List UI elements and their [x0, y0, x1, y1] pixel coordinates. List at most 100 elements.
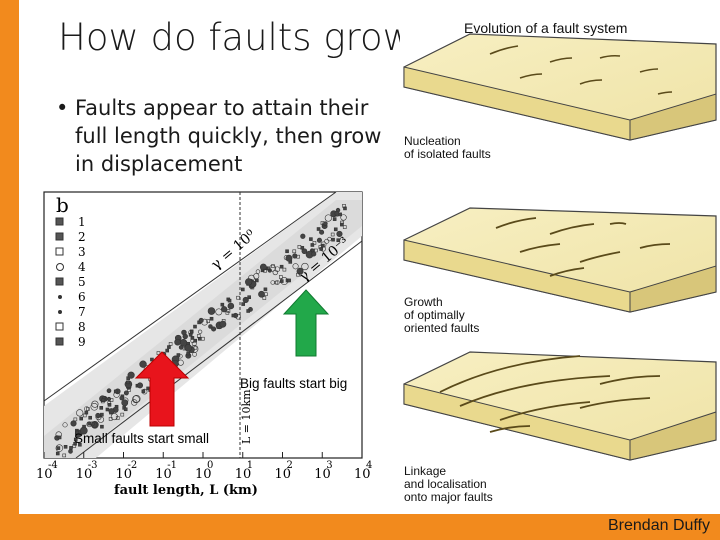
scatter-point: [119, 395, 125, 401]
legend-number: 2: [78, 230, 86, 244]
scatter-point: [333, 227, 338, 232]
scatter-point: [247, 295, 251, 299]
scatter-point: [101, 398, 106, 402]
x-tick-exponent: 3: [326, 460, 332, 471]
x-tick-label: 10: [36, 467, 53, 482]
scatter-point: [190, 336, 195, 340]
scatter-point: [79, 416, 83, 421]
scatter-point: [178, 345, 184, 350]
x-tick-exponent: 2: [287, 460, 293, 471]
x-tick-label: 10: [195, 467, 212, 482]
scatter-point: [70, 420, 77, 427]
scatter-point: [207, 307, 216, 315]
scatter-point: [184, 344, 193, 352]
scatter-point: [86, 421, 93, 428]
scatter-point: [292, 263, 299, 270]
scatter-point: [300, 233, 306, 239]
x-tick-exponent: -1: [167, 460, 177, 471]
x-tick-exponent: -4: [48, 460, 58, 471]
x-tick-exponent: 0: [207, 460, 213, 471]
scatter-point: [89, 421, 95, 427]
legend-number: 6: [78, 290, 86, 304]
scatter-point: [340, 222, 344, 227]
scatter-point: [165, 348, 169, 353]
line-upper: [43, 191, 337, 402]
block-diagram-linkage: [403, 351, 717, 461]
scatter-point: [242, 296, 249, 304]
stage-label-growth: Growth of optimally oriented faults: [404, 296, 479, 335]
scatter-point: [110, 413, 118, 421]
bullet-text: Faults appear to attain their full lengt…: [75, 96, 382, 176]
legend-symbol: [55, 337, 64, 346]
scatter-point: [275, 280, 280, 285]
scatter-point: [137, 382, 144, 389]
stage-label-nucleation: Nucleation of isolated faults: [404, 135, 491, 161]
scatter-point: [150, 357, 154, 362]
scatter-point: [73, 417, 78, 422]
scatter-point: [186, 351, 190, 356]
scatter-point: [297, 245, 302, 249]
accent-side-bar: [0, 0, 19, 540]
legend-number: 4: [78, 260, 86, 274]
scatter-point: [282, 267, 287, 272]
scatter-point: [271, 264, 275, 268]
scatter-point: [69, 446, 73, 450]
scatter-point: [334, 211, 340, 216]
panel-letter: b: [56, 193, 69, 217]
block-diagram-nucleation: [403, 33, 717, 141]
scatter-point: [188, 332, 193, 337]
scatter-point: [274, 280, 279, 285]
scatter-point: [253, 273, 260, 280]
legend-symbol: [55, 232, 64, 241]
red-arrow-up: [134, 351, 190, 427]
x-tick-label: 10: [76, 467, 93, 482]
scatter-point: [316, 227, 321, 231]
scatter-point: [106, 388, 112, 394]
scatter-point: [181, 329, 187, 336]
block-diagram-growth: [403, 207, 717, 313]
scatter-point: [342, 204, 346, 208]
scatter-point: [139, 360, 147, 368]
scatter-point: [156, 351, 161, 355]
scatter-point: [231, 313, 236, 318]
stage-label-line: Nucleation: [404, 134, 461, 148]
scatter-point: [311, 251, 317, 257]
scatter-point: [99, 406, 104, 410]
scatter-point: [55, 444, 64, 452]
scatter-point: [324, 214, 332, 222]
scatter-point: [227, 302, 235, 310]
legend-symbol: [58, 310, 62, 314]
legend-symbol: [56, 263, 64, 271]
x-tick-exponent: 1: [247, 460, 253, 471]
x-axis-label: fault length, L (km): [114, 483, 258, 498]
scatter-point: [55, 451, 60, 456]
legend-number: 5: [78, 275, 86, 289]
scatter-point: [219, 320, 227, 328]
x-tick-label: 10: [354, 467, 371, 482]
legend-symbol: [55, 217, 64, 226]
scatter-point: [292, 249, 297, 254]
x-tick-exponent: -2: [128, 460, 138, 471]
scatter-point: [176, 353, 181, 357]
scatter-point: [270, 280, 275, 285]
x-tick-label: 10: [155, 467, 172, 482]
scatter-point: [287, 278, 291, 283]
scatter-point: [121, 399, 129, 407]
scatter-point: [332, 217, 337, 221]
scatter-point: [240, 287, 245, 292]
x-tick-label: 10: [275, 467, 292, 482]
scatter-point: [62, 422, 68, 428]
scatter-point: [279, 264, 284, 269]
scatter-point: [324, 238, 330, 244]
annotation-small-faults: Small faults start small: [74, 431, 210, 446]
annotation-big-faults: Big faults start big: [240, 376, 348, 391]
scatter-point: [262, 296, 267, 300]
scatter-point: [285, 254, 293, 262]
scatter-point: [296, 267, 304, 275]
legend-number: 9: [78, 335, 86, 349]
scatter-point: [296, 272, 300, 277]
scatter-point: [56, 446, 61, 450]
